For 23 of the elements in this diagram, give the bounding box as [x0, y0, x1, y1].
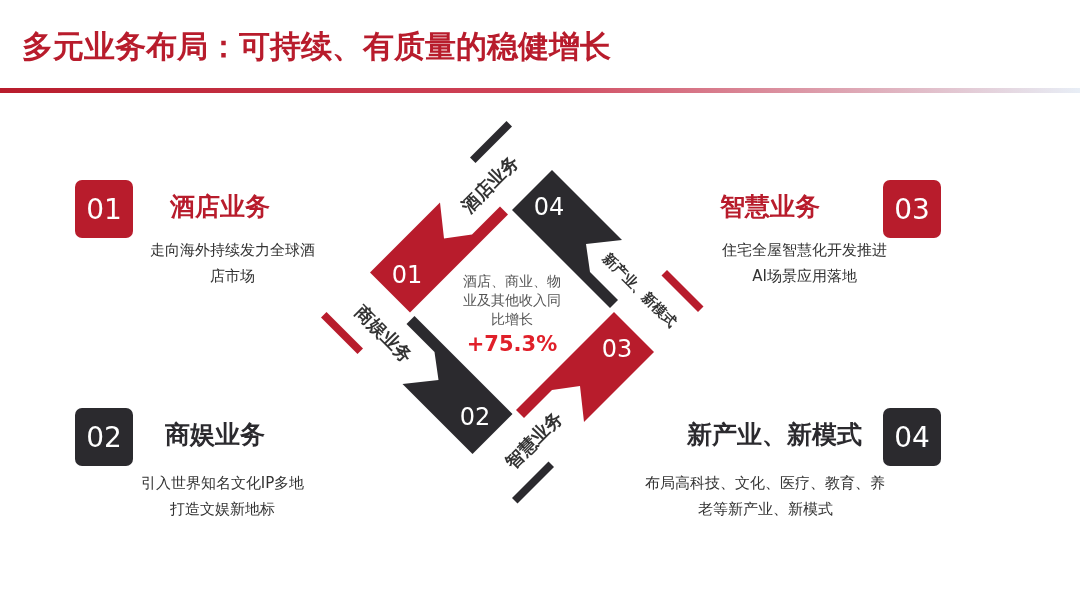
section-heading: 智慧业务	[720, 191, 820, 223]
segment-number: 01	[390, 260, 424, 291]
segment-label: 智慧业务	[499, 405, 568, 475]
segment-label: 酒店业务	[455, 149, 524, 219]
segment-number: 02	[458, 402, 492, 433]
section-heading: 商娱业务	[165, 419, 265, 451]
number-badge: 04	[883, 408, 941, 466]
description-text: 布局高科技、文化、医疗、教育、养老等新产业、新模式	[644, 473, 886, 520]
section-heading: 新产业、新模式	[687, 419, 862, 451]
number-badge: 03	[883, 180, 941, 238]
number-badge: 02	[75, 408, 133, 466]
growth-figure: +75.3%	[465, 332, 559, 356]
center-text: 酒店、商业、物业及其他收入同比增长	[462, 272, 562, 329]
section-heading: 酒店业务	[170, 191, 270, 223]
segment-number: 03	[600, 334, 634, 365]
title: 多元业务布局：可持续、有质量的稳健增长	[22, 27, 611, 66]
description-text: 走向海外持续发力全球酒店市场	[150, 240, 315, 287]
number-badge: 01	[75, 180, 133, 238]
segment-label: 新产业、新模式	[598, 248, 682, 333]
segment-number: 04	[532, 192, 566, 223]
description-text: 引入世界知名文化IP多地打造文娱新地标	[140, 473, 305, 520]
segment-label: 商娱业务	[350, 299, 419, 369]
description-text: 住宅全屋智慧化开发推进AI场景应用落地	[722, 240, 887, 287]
